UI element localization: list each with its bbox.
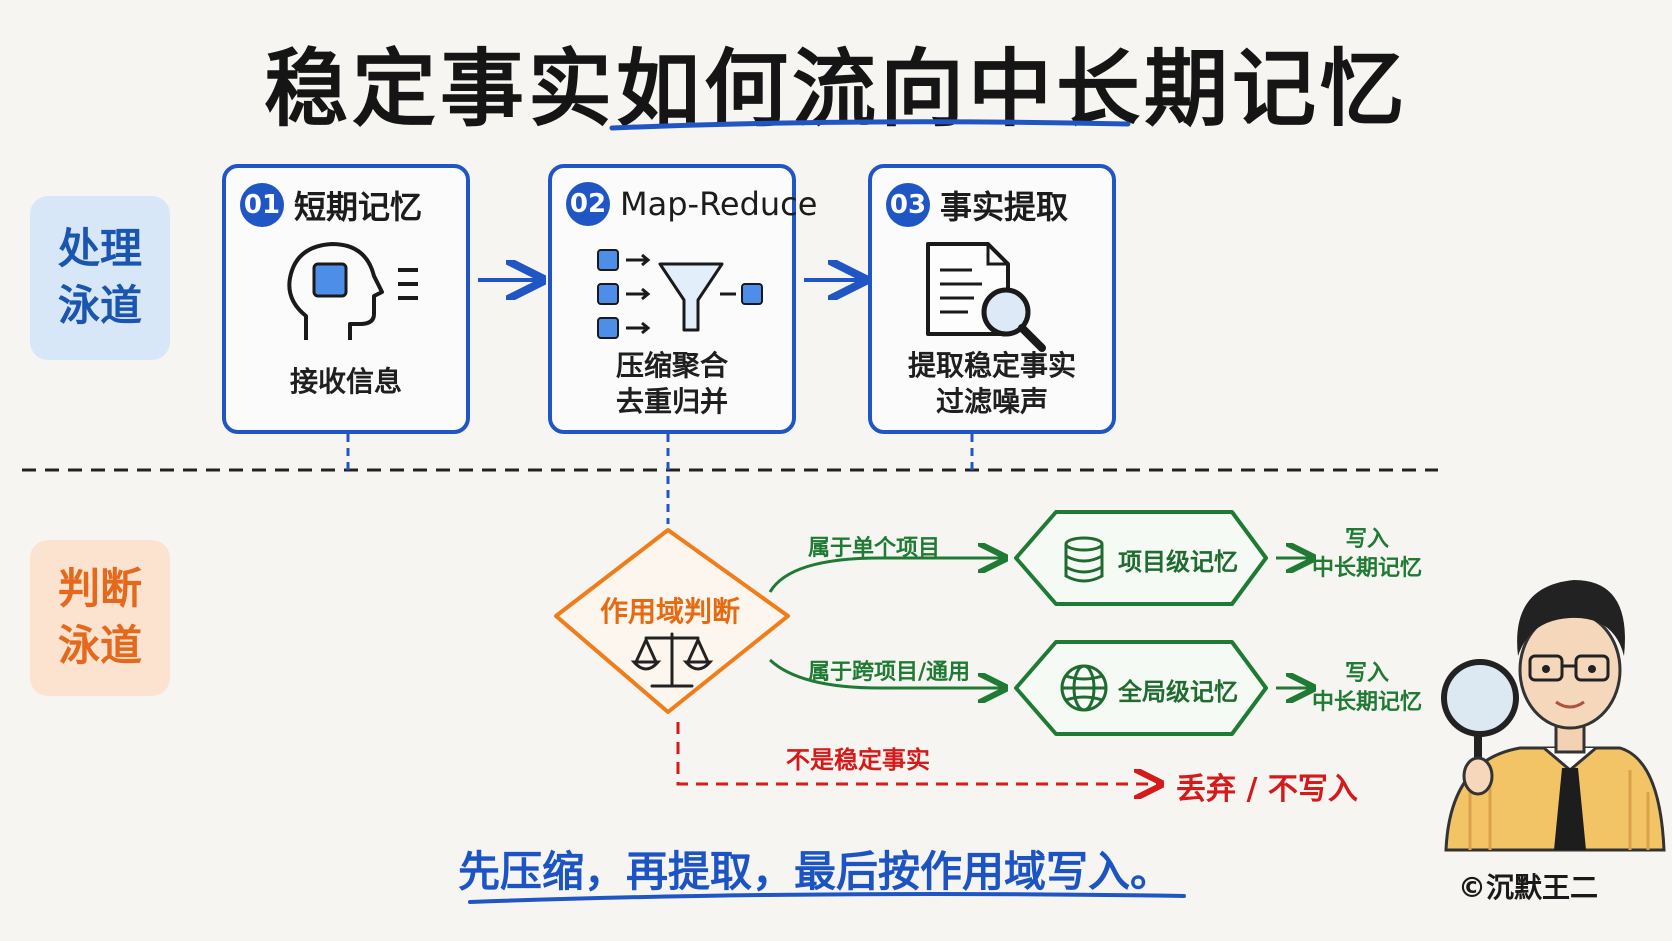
lane-label-process-line: 处理 [57, 224, 142, 274]
step-title: Map-Reduce [620, 185, 818, 223]
mascot-figure [1444, 580, 1666, 852]
write-label-line: 中长期记忆 [1312, 689, 1423, 715]
scales-icon [630, 632, 714, 688]
branch-arrow-project [768, 558, 1002, 593]
step-title: 事实提取 [940, 188, 1069, 226]
step-fact-extraction: 03 事实提取 提取稳定事实 过滤噪声 [868, 164, 1116, 434]
step-description-line: 接收信息 [289, 365, 402, 398]
lane-label-process-line: 泳道 [57, 281, 142, 330]
write-label-line: 写入 [1345, 661, 1390, 686]
discard-label: 丢弃 / 不写入 [1176, 772, 1358, 807]
global-memory-label: 全局级记忆 [1118, 678, 1238, 706]
step-number-badge: 03 [886, 183, 930, 227]
step-number-badge: 02 [566, 182, 610, 226]
branch-arrow-global [768, 658, 1002, 688]
magnifier-icon [1441, 659, 1519, 796]
step-description: 接收信息 [226, 364, 466, 400]
head-memory-icon [287, 242, 418, 340]
database-icon [1064, 536, 1104, 583]
scope-decision-label: 作用域判断 [600, 595, 741, 628]
hexagon-global-memory [1014, 640, 1268, 736]
lane-label-judge-line: 泳道 [57, 621, 142, 670]
step-number-badge: 01 [240, 183, 284, 227]
globe-icon [1060, 664, 1108, 712]
step-title: 短期记忆 [294, 188, 423, 226]
scope-decision-diamond [554, 528, 790, 714]
branch-condition-global: 属于跨项目/通用 [808, 660, 971, 685]
branch-condition-project: 属于单个项目 [808, 536, 941, 561]
step-description-line: 提取稳定事实 [907, 349, 1076, 382]
title-underline [609, 119, 1131, 131]
summary-text: 先压缩，再提取，最后按作用域写入。 [458, 847, 1173, 896]
step-description-line: 压缩聚合 [615, 349, 728, 382]
summary-underline [468, 892, 1186, 904]
step-map-reduce: 02 Map-Reduce 压缩聚合 去重归并 [548, 164, 817, 434]
lane-label-judge-line: 判断 [57, 564, 142, 614]
lane-label-judge: 判断 泳道 [30, 540, 170, 696]
discard-arrow [676, 722, 1158, 784]
project-memory-label: 项目级记忆 [1118, 548, 1238, 576]
author-credit: ©沉默王二 [1458, 871, 1599, 904]
write-label-line: 写入 [1345, 527, 1390, 552]
step-description: 压缩聚合 去重归并 [552, 348, 792, 421]
lane-label-process: 处理 泳道 [30, 196, 170, 360]
funnel-reduce-icon [597, 249, 763, 339]
step-short-term-memory: 01 短期记忆 接收信息 [222, 164, 470, 434]
step-description: 提取稳定事实 过滤噪声 [872, 348, 1112, 421]
document-search-icon [926, 242, 1046, 352]
write-to-long-term-project: 写入 中长期记忆 [1312, 526, 1422, 583]
write-to-long-term-global: 写入 中长期记忆 [1312, 660, 1422, 717]
write-label-line: 中长期记忆 [1312, 555, 1423, 581]
step-description-line: 过滤噪声 [935, 385, 1048, 419]
discard-condition-label: 不是稳定事实 [786, 746, 930, 774]
step-description-line: 去重归并 [615, 385, 728, 419]
